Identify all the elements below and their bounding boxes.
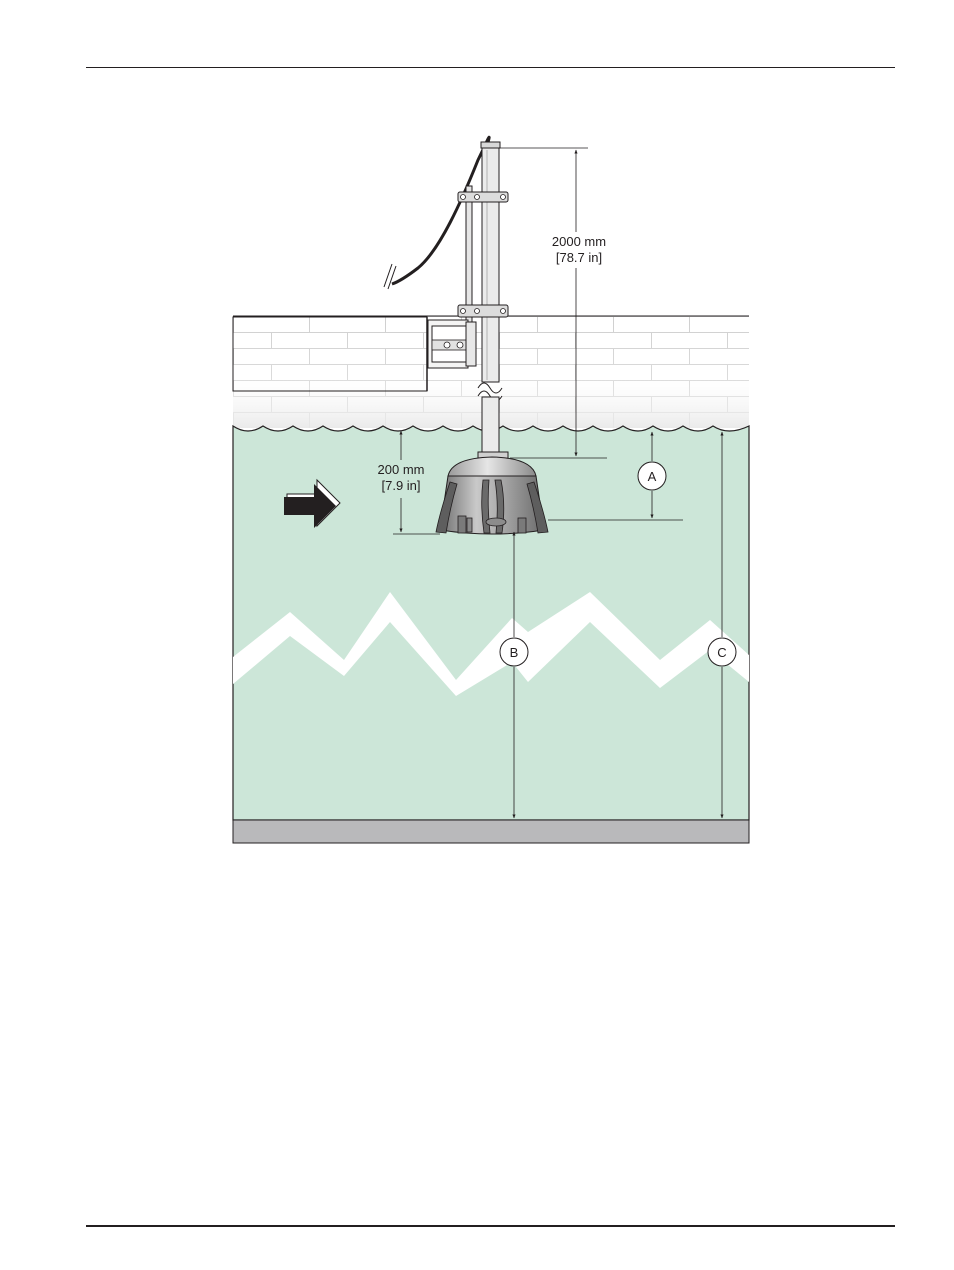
callout-c-label: C [717, 645, 726, 660]
dimension-200mm-imperial: [7.9 in] [381, 478, 420, 493]
sensor-cable [392, 137, 489, 284]
dimension-2000mm-imperial: [78.7 in] [556, 250, 602, 265]
dimension-200mm-metric: 200 mm [378, 462, 425, 477]
upper-pole-clamp [458, 192, 508, 202]
callout-a-label: A [648, 469, 657, 484]
channel-floor [233, 820, 749, 843]
dimension-2000mm-metric: 2000 mm [552, 234, 606, 249]
lower-pole-clamp [458, 305, 508, 317]
callout-b-label: B [510, 645, 519, 660]
mounting-pole [478, 142, 502, 454]
footer-rule [86, 1225, 895, 1227]
wall-mount-bracket [428, 320, 476, 368]
cable-break-mark [384, 264, 396, 289]
